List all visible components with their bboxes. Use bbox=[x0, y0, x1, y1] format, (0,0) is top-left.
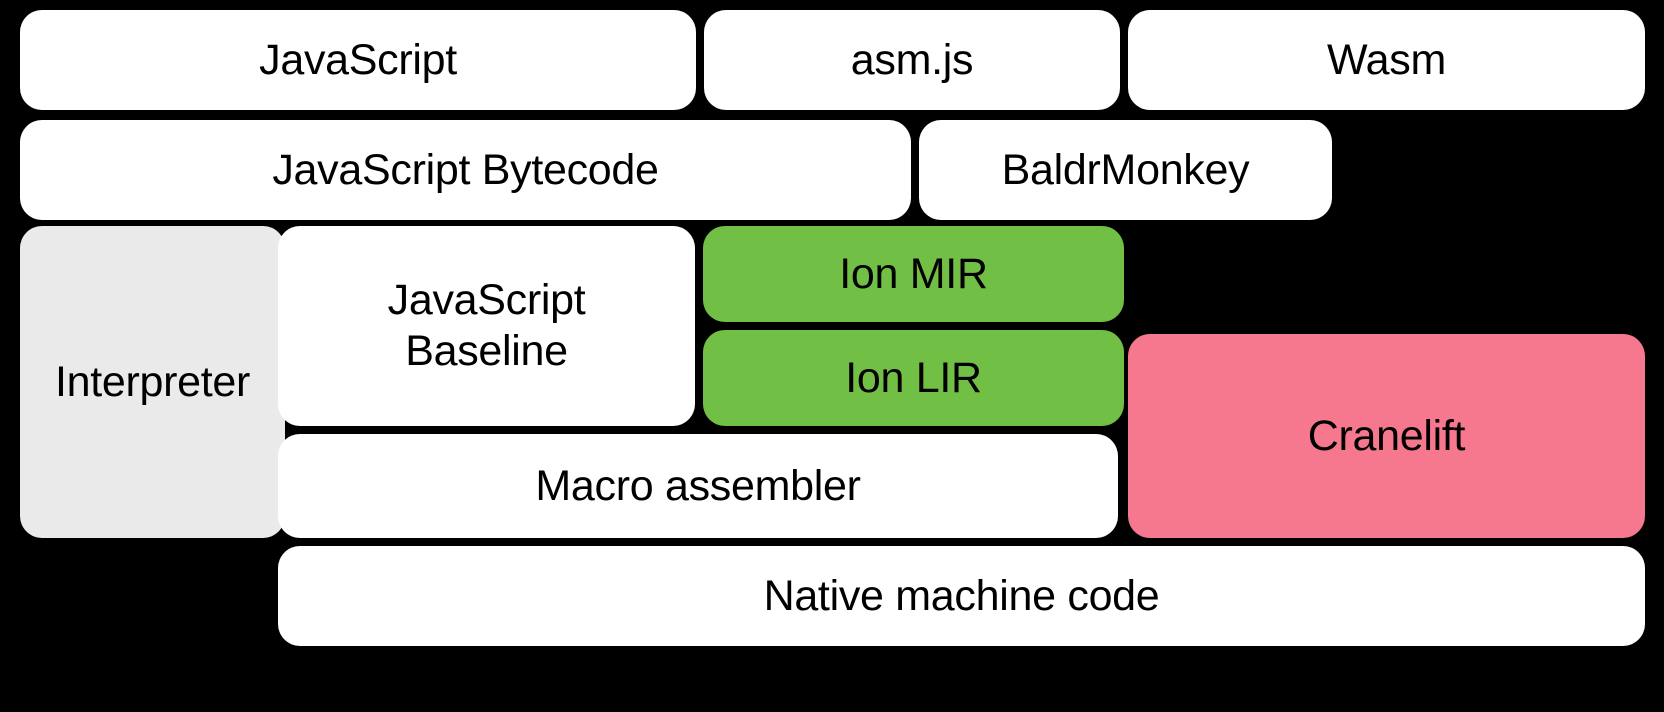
node-native-machine-code[interactable]: Native machine code bbox=[278, 546, 1645, 646]
node-interpreter[interactable]: Interpreter bbox=[20, 226, 285, 538]
node-wasm[interactable]: Wasm bbox=[1128, 10, 1645, 110]
node-javascript-baseline[interactable]: JavaScript Baseline bbox=[278, 226, 695, 426]
node-javascript[interactable]: JavaScript bbox=[20, 10, 696, 110]
node-javascript-bytecode[interactable]: JavaScript Bytecode bbox=[20, 120, 911, 220]
node-cranelift[interactable]: Cranelift bbox=[1128, 334, 1645, 538]
node-ion-lir[interactable]: Ion LIR bbox=[703, 330, 1124, 426]
node-ion-mir[interactable]: Ion MIR bbox=[703, 226, 1124, 322]
node-macro-assembler[interactable]: Macro assembler bbox=[278, 434, 1118, 538]
node-baldrmonkey[interactable]: BaldrMonkey bbox=[919, 120, 1332, 220]
node-asmjs[interactable]: asm.js bbox=[704, 10, 1120, 110]
